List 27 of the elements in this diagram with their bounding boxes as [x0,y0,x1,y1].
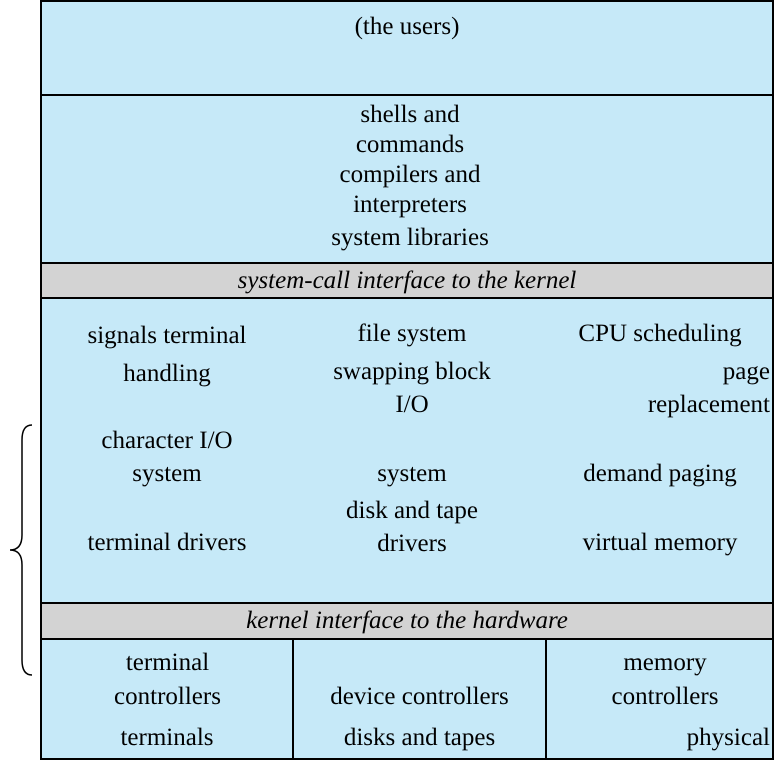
layer-box [40,297,774,604]
layer-text: (the users) [354,12,460,42]
layer-text: system [376,459,448,489]
layer-text: swapping block I/O [332,357,492,420]
layer-text: page replacement [646,357,770,420]
layer-text: CPU scheduling [577,319,743,349]
layer-box [292,638,547,760]
layer-text: disk and tape drivers [345,496,479,559]
layer-box [40,0,774,96]
layer-box [40,94,774,264]
layer-text: signals terminal handling [86,321,248,389]
layer-text: disks and tapes [342,723,496,753]
layer-text: character I/O system [100,426,234,489]
layer-text: virtual memory [582,528,738,558]
layer-text: physical [686,723,770,753]
interface-label: system-call interface to the kernel [236,266,578,296]
layer-box [545,638,774,760]
layer-box [40,638,294,760]
interface-label: kernel interface to the hardware [245,606,569,636]
interface-band [40,602,774,640]
layer-text: terminals [119,723,215,753]
layer-text: terminal drivers [86,528,248,558]
layer-text: device controllers [329,682,510,712]
interface-band [40,262,774,299]
layer-text: demand paging [582,459,738,489]
layer-text: file system [356,319,468,349]
layer-text: system libraries [330,223,490,253]
